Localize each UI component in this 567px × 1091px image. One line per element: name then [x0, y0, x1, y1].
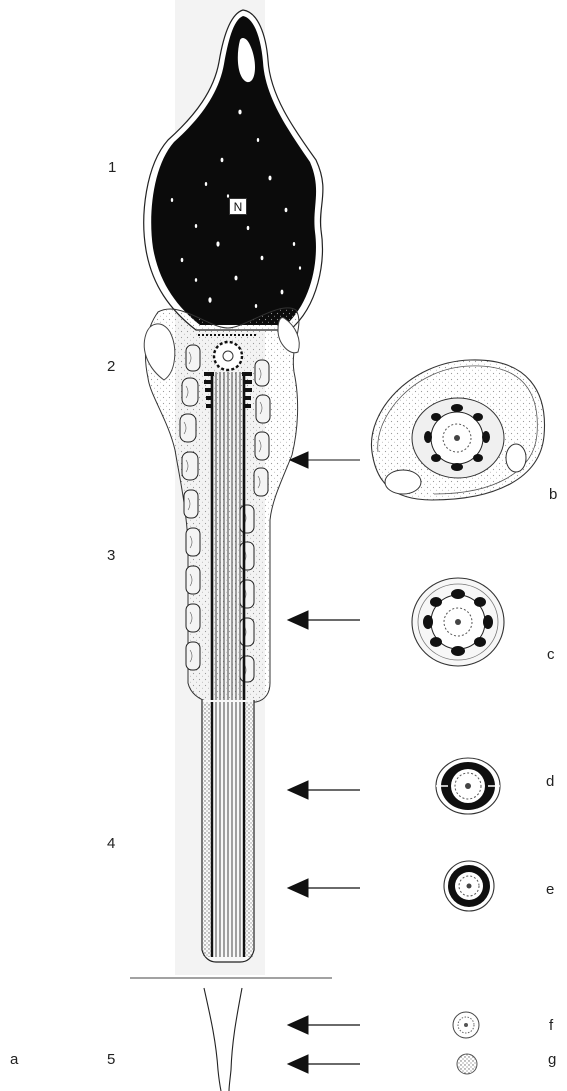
cross-section-label-b: b — [549, 487, 557, 502]
region-number-4: 4 — [107, 836, 115, 851]
cross-section-f — [453, 1012, 479, 1038]
sperm-head — [144, 10, 323, 330]
cross-section-label-f: f — [549, 1018, 553, 1033]
fibrous-sheath-right — [245, 702, 253, 957]
cross-section-g — [457, 1054, 477, 1074]
cross-section-label-g: g — [548, 1052, 556, 1067]
cross-section-label-d: d — [546, 774, 554, 789]
cross-section-b — [371, 360, 544, 500]
region-number-5: 5 — [107, 1052, 115, 1067]
cross-section-label-c: c — [547, 647, 555, 662]
arrows — [288, 452, 360, 1073]
region-number-3: 3 — [107, 548, 115, 563]
fibrous-sheath-left — [203, 702, 211, 957]
cross-section-c — [412, 578, 504, 666]
cross-section-d — [436, 758, 500, 814]
region-number-1: 1 — [108, 160, 116, 175]
panel-label-a: a — [10, 1052, 18, 1067]
cross-section-e — [444, 861, 494, 911]
centriole — [214, 342, 242, 370]
region-number-2: 2 — [107, 359, 115, 374]
nucleus-label: N — [229, 198, 247, 215]
cross-section-label-e: e — [546, 882, 554, 897]
end-piece — [204, 988, 242, 1091]
